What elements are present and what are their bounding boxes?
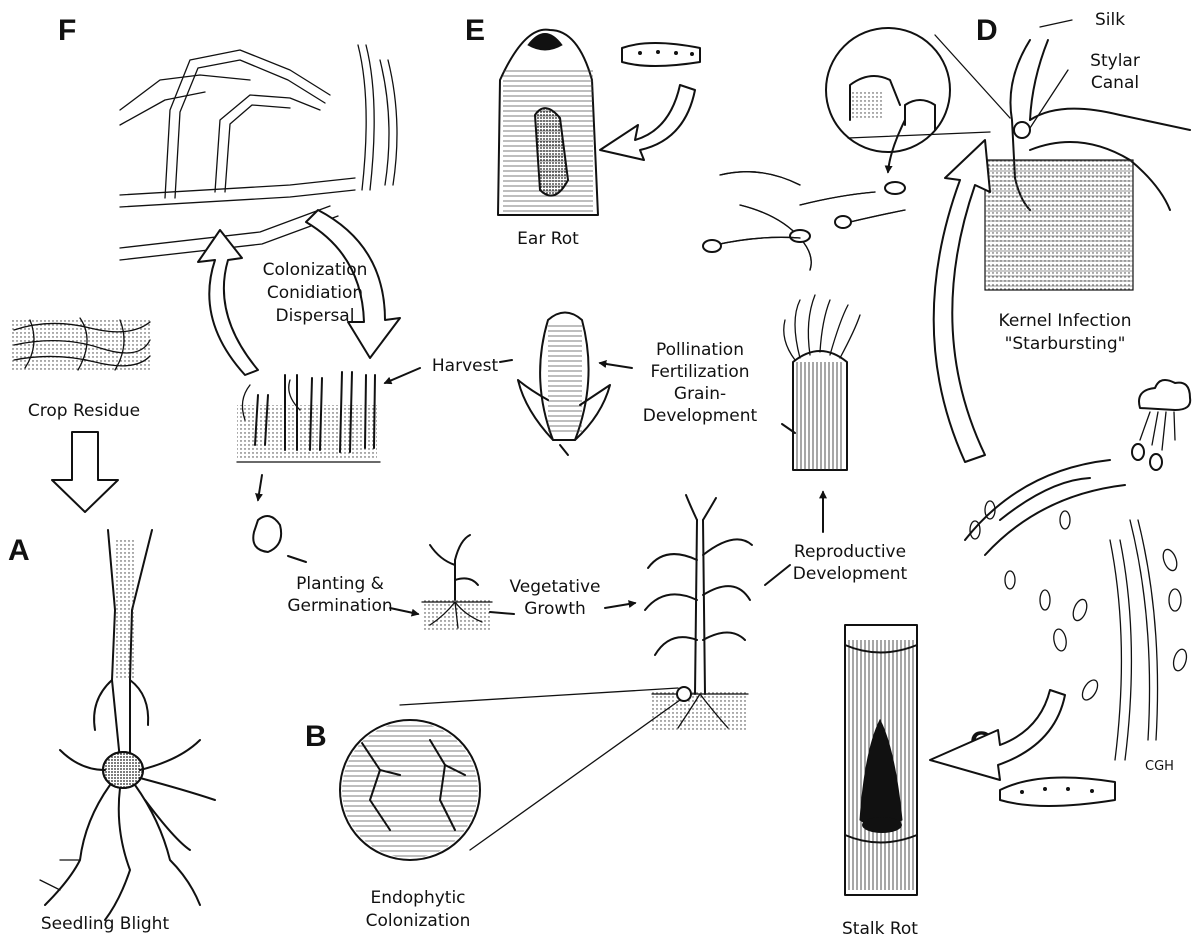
artist-mark: CGH [1145, 759, 1174, 774]
wind-spores-illustration: CGH [965, 460, 1189, 774]
panel-letter-a: A [8, 534, 30, 567]
label-dispersal: Dispersal [276, 306, 355, 326]
caption-colonization: Colonization [366, 911, 471, 931]
colonization-up-arrow [198, 230, 258, 375]
stalk-rot-illustration [845, 625, 917, 895]
germination-arrow [390, 608, 418, 614]
residue-to-seedling-arrow [52, 432, 118, 512]
growth-arrow [605, 603, 635, 608]
panel-letter-d: D [976, 14, 998, 47]
label-reproductive-development: Development [793, 564, 908, 584]
label-pollination: Pollination [656, 340, 744, 360]
kernel-starburst-illustration [985, 160, 1133, 290]
caption-endophytic: Endophytic [370, 888, 465, 908]
young-plant-illustration [422, 535, 492, 630]
ear-rot-illustration [498, 30, 598, 215]
label-vegetative: Vegetative [509, 577, 600, 597]
hyphae-illustration [120, 45, 397, 260]
rain-cloud-icon [1132, 380, 1190, 470]
to-seed-arrow [258, 475, 262, 500]
label-fertilization: Fertilization [650, 362, 749, 382]
mature-plant-illustration [645, 495, 752, 732]
harvest-arrow [385, 368, 420, 383]
label-germination: Germination [287, 596, 392, 616]
label-growth: Growth [524, 599, 586, 619]
veg-connector [490, 612, 514, 614]
label-planting: Planting & [296, 574, 384, 594]
silking-ear-illustration [784, 295, 860, 470]
larva-top [622, 43, 700, 66]
harvest-stubble-illustration [237, 372, 380, 462]
label-grain: Grain- [674, 384, 726, 404]
spores-to-silk-arrow [934, 140, 990, 462]
seed-connector [288, 556, 306, 562]
pollination-arrow [600, 363, 632, 368]
caption-starbursting: "Starbursting" [1005, 334, 1126, 354]
harvest-connector [500, 360, 512, 362]
larva-bottom [1000, 778, 1115, 807]
label-canal: Canal [1091, 73, 1139, 93]
germinating-spores [703, 172, 905, 270]
spores-to-stalk-arrow [930, 690, 1065, 780]
larva-to-ear-arrow [600, 85, 695, 160]
label-conidiation: Conidiation [267, 283, 363, 303]
panel-letter-e: E [465, 14, 485, 47]
label-harvest: Harvest [432, 356, 499, 376]
label-colonization: Colonization [263, 260, 368, 280]
reproductive-connector [765, 565, 790, 585]
caption-ear-rot: Ear Rot [517, 229, 579, 249]
label-stylar: Stylar [1090, 51, 1140, 71]
panel-letter-f: F [58, 14, 76, 47]
crop-residue-illustration [12, 318, 152, 370]
label-crop-residue: Crop Residue [28, 401, 140, 421]
label-grain-development: Development [643, 406, 758, 426]
label-reproductive: Reproductive [794, 542, 906, 562]
caption-seedling-blight: Seedling Blight [41, 914, 170, 934]
caption-kernel-infection: Kernel Infection [999, 311, 1132, 331]
seedling-blight-illustration [40, 530, 215, 920]
seed [253, 516, 281, 552]
caption-stalk-rot: Stalk Rot [842, 919, 918, 939]
label-silk: Silk [1095, 10, 1125, 30]
mature-ear-illustration [518, 313, 610, 456]
panel-letter-b: B [305, 720, 327, 753]
endophytic-colonization-illustration [340, 688, 680, 860]
